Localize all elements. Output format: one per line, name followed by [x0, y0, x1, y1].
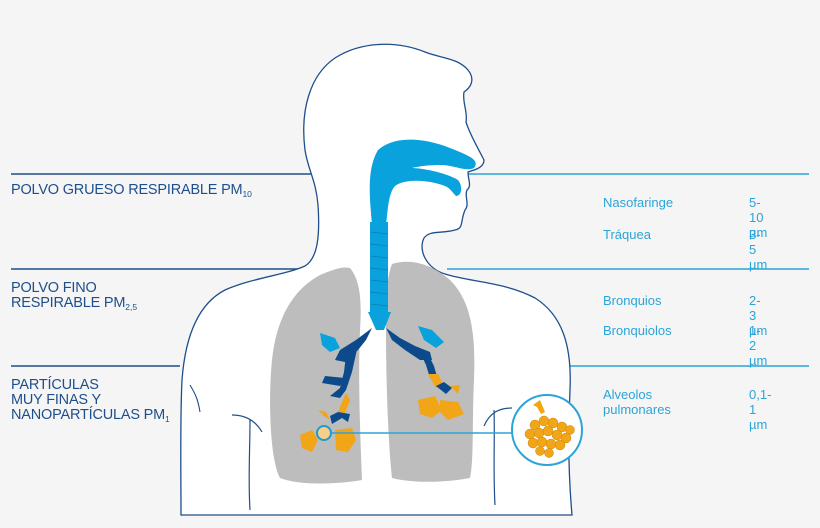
zone-size: 3-5 µm: [749, 227, 768, 272]
right-rules: [447, 173, 809, 367]
category-pm1: PARTÍCULAS MUY FINAS Y NANOPARTÍCULAS PM…: [11, 378, 170, 427]
category-pm1-line1: PARTÍCULAS: [11, 377, 99, 393]
category-pm10: POLVO GRUESO RESPIRABLE PM10: [11, 183, 252, 202]
category-pm10-label: POLVO GRUESO RESPIRABLE PM: [11, 182, 243, 198]
left-body-inner-line: [189, 384, 201, 413]
category-pm1-subscript: 1: [164, 414, 170, 424]
category-pm25-subscript: 2,5: [125, 302, 138, 312]
right-bronchi: [386, 326, 464, 420]
left-rules: [11, 173, 318, 367]
category-pm1-line2: MUY FINAS Y: [11, 392, 101, 408]
zone-size: 1-2 µm: [749, 323, 768, 368]
category-pm10-subscript: 10: [242, 189, 252, 199]
zone-name: Nasofaringe: [603, 195, 674, 210]
zone-name: Alveolos pulmonares: [603, 387, 671, 417]
category-pm25: POLVO FINO RESPIRABLE PM2,5: [11, 281, 137, 315]
left-lung: [270, 267, 362, 484]
left-arm-line: [231, 414, 263, 511]
category-pm1-line3: NANOPARTÍCULAS PM: [11, 407, 165, 423]
alveoli-marker: [316, 425, 332, 441]
zone-name: Bronquiolos: [603, 323, 672, 338]
nasopharynx: [369, 139, 476, 225]
right-arm-line: [483, 407, 513, 506]
zone-size: 2-3 µm: [749, 293, 768, 338]
alveoli-magnifier: [511, 394, 583, 466]
trachea: [368, 222, 391, 330]
zone-name: Bronquios: [603, 293, 662, 308]
zone-size: 0,1-1 µm: [749, 387, 772, 432]
zone-size: 5-10 µm: [749, 195, 768, 240]
category-pm25-line2: RESPIRABLE PM: [11, 295, 126, 311]
zone-name: Tráquea: [603, 227, 651, 242]
left-bronchi: [300, 328, 372, 452]
category-pm25-line1: POLVO FINO: [11, 280, 97, 296]
